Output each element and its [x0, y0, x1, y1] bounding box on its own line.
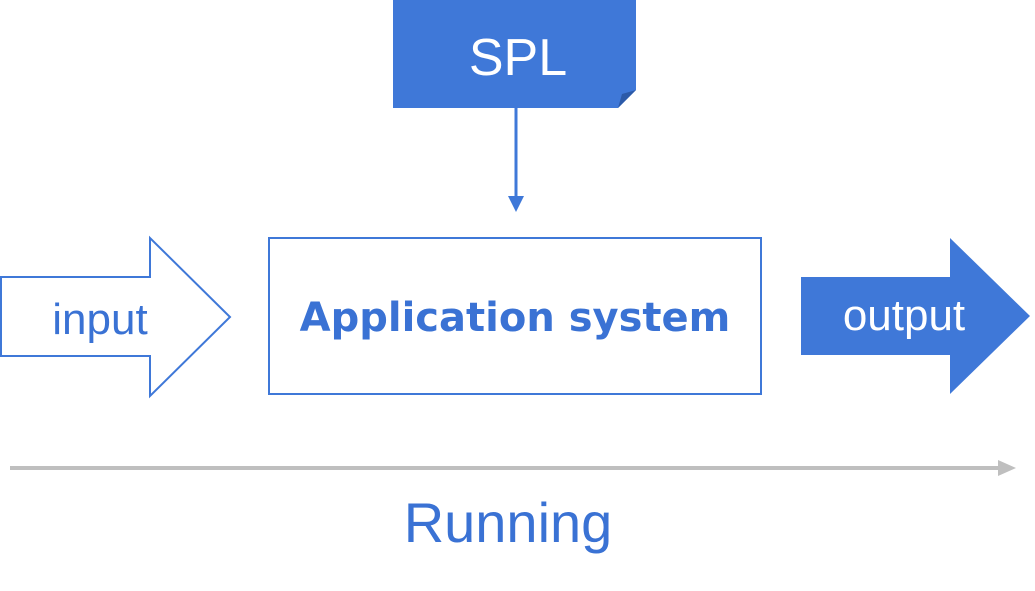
output-arrow-shape [801, 238, 1030, 394]
spl-document: SPL [393, 0, 636, 108]
application-system-label: Application system [300, 295, 731, 341]
spl-document-fold [618, 90, 636, 108]
output-label: output [843, 291, 965, 340]
spl-label: SPL [469, 29, 567, 87]
output-arrow: output [801, 238, 1030, 394]
application-system-frame [268, 237, 762, 395]
running-label: Running [404, 491, 613, 554]
input-arrow: input [0, 235, 232, 399]
spl-to-app-arrow-head [508, 196, 524, 212]
input-arrow-shape [0, 235, 232, 399]
spl-to-app-arrow [508, 108, 524, 212]
input-label: input [52, 295, 147, 344]
timeline-arrow-head [998, 460, 1016, 476]
spl-document-shape [393, 0, 636, 108]
application-system-box: Application system [268, 237, 762, 395]
timeline-arrow [10, 460, 1016, 476]
